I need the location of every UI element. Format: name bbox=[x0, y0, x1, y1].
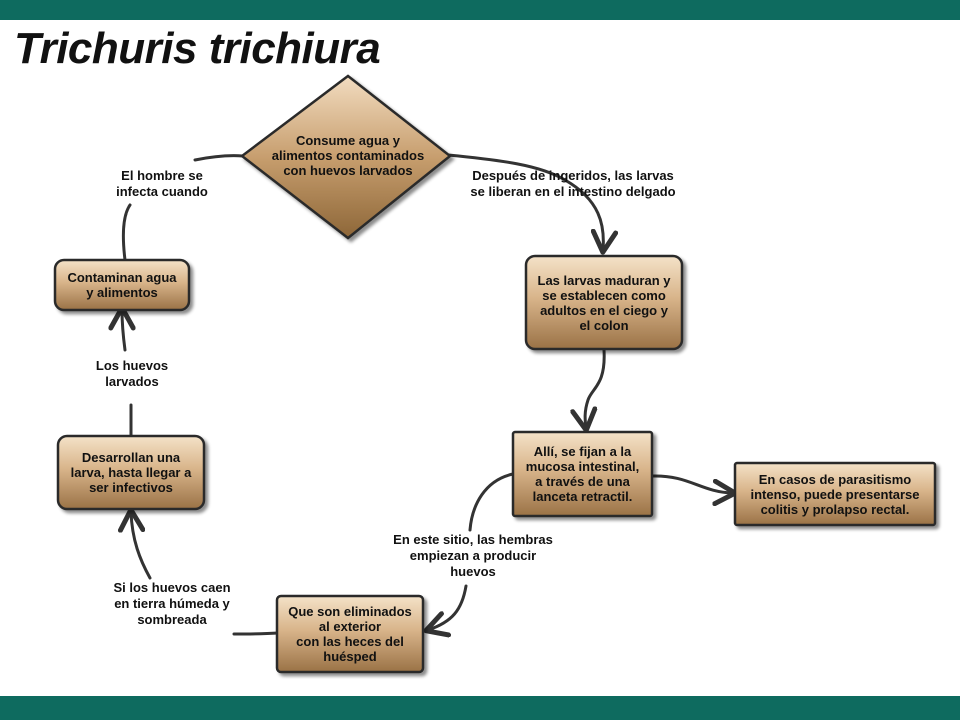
diamond-consume bbox=[239, 74, 453, 240]
box-maduran bbox=[524, 254, 684, 351]
connector-contaminan-hombre bbox=[121, 203, 132, 262]
label-huevos-larvados: Los huevos larvados bbox=[95, 358, 169, 389]
box-eliminados bbox=[275, 594, 425, 674]
box-desarrollan bbox=[56, 434, 206, 511]
connector-sitio-eliminados bbox=[428, 584, 468, 630]
node-contaminan-text: Contaminan agua y alimentos bbox=[67, 270, 177, 300]
connector-huevos-contaminan bbox=[122, 310, 125, 352]
label-despues-ingeridos: Después de ingeridos, las larvas se libe… bbox=[470, 168, 676, 199]
node-consume-text: Consume agua y alimentos contaminados co… bbox=[271, 132, 425, 178]
label-si-los-huevos: Si los huevos caen en tierra húmeda y so… bbox=[113, 580, 231, 627]
node-maduran-text: Las larvas maduran y se establecen como … bbox=[537, 272, 671, 333]
box-contaminan bbox=[53, 258, 191, 312]
connector-eliminados-caen bbox=[232, 631, 280, 636]
connector-caen-desarrollan bbox=[131, 512, 152, 580]
label-en-este-sitio: En este sitio, las hembras empiezan a pr… bbox=[393, 532, 553, 579]
node-eliminados-text: Que son eliminados al exterior con las h… bbox=[288, 604, 412, 664]
connector-maduran-fijan bbox=[585, 348, 606, 428]
connector-fijan-parasitismo bbox=[650, 474, 733, 493]
bottom-banner bbox=[0, 696, 960, 720]
node-parasitismo-text: En casos de parasitismo intenso, puede p… bbox=[750, 471, 920, 517]
connector-ingestion bbox=[446, 153, 603, 250]
connector-hombre-diamond bbox=[193, 154, 245, 162]
top-banner bbox=[0, 0, 960, 20]
connector-fijan-eliminados bbox=[468, 472, 515, 532]
box-parasitismo bbox=[733, 461, 937, 527]
label-hombre-infecta: El hombre se infecta cuando bbox=[116, 168, 208, 199]
page-title: Trichuris trichiura bbox=[14, 24, 381, 73]
box-fijan bbox=[511, 430, 654, 518]
node-fijan-text: Allí, se fijan a la mucosa intestinal, a… bbox=[525, 444, 640, 504]
node-desarrollan-text: Desarrollan una larva, hasta llegar a se… bbox=[70, 450, 192, 495]
